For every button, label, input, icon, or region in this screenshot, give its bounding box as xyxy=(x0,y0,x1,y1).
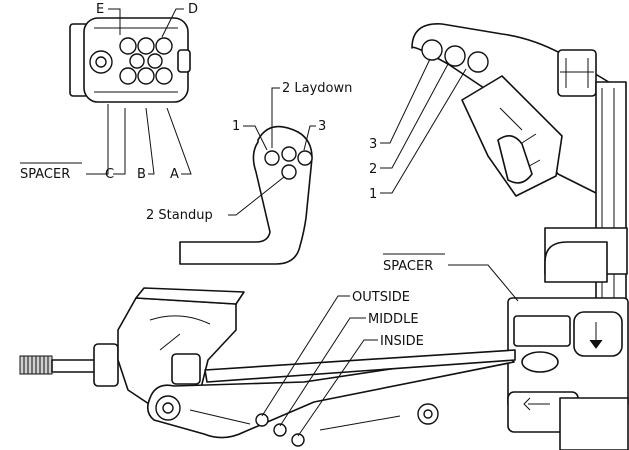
label-3-small: 3 xyxy=(318,119,326,134)
axle-threaded-end xyxy=(19,343,119,387)
label-3-tower: 3 xyxy=(369,137,377,152)
arm-leaders xyxy=(261,295,378,437)
label-2-tower: 2 xyxy=(369,162,377,177)
label-d: D xyxy=(188,2,198,17)
label-1-small: 1 xyxy=(232,119,240,134)
front-arm xyxy=(146,349,516,447)
hub-carrier xyxy=(507,297,629,450)
l-bracket-leaders xyxy=(228,87,316,216)
label-e: E xyxy=(96,2,104,17)
steering-block xyxy=(117,287,245,411)
label-spacer-left: SPACER xyxy=(20,167,70,182)
l-bracket xyxy=(179,125,313,265)
label-outside: OUTSIDE xyxy=(352,290,410,305)
label-middle: MIDDLE xyxy=(368,312,419,327)
ballstud-block xyxy=(69,17,191,103)
label-standup: 2 Standup xyxy=(146,208,213,223)
label-spacer-main: SPACER xyxy=(383,259,433,274)
spacer-main-leader xyxy=(448,264,519,302)
label-c: C xyxy=(105,167,114,182)
shock-tower xyxy=(411,23,628,323)
shock-tower-leaders xyxy=(380,58,467,194)
label-laydown: 2 Laydown xyxy=(282,81,352,96)
label-a: A xyxy=(170,167,179,182)
ballstud-leaders xyxy=(86,8,192,175)
label-1-tower: 1 xyxy=(369,187,377,202)
label-b: B xyxy=(137,167,146,182)
label-inside: INSIDE xyxy=(380,334,424,349)
